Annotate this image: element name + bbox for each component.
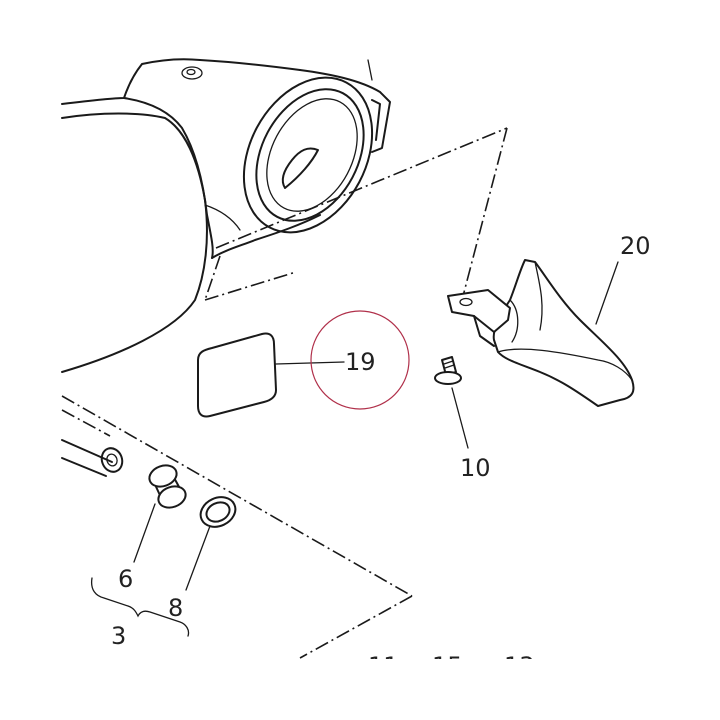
callout-3: 3 xyxy=(111,622,126,650)
callout-19: 19 xyxy=(345,348,376,376)
callout-10: 10 xyxy=(460,454,491,482)
assembly-boundary-lines xyxy=(61,127,508,659)
housing-mouth xyxy=(242,59,391,234)
part-19-label-plate xyxy=(197,332,277,418)
leader-lines xyxy=(133,261,619,591)
part-8-o-ring xyxy=(199,496,237,528)
shaft xyxy=(61,439,124,477)
assembly-3-brace xyxy=(90,577,190,637)
callout-6: 6 xyxy=(118,565,133,593)
housing-body xyxy=(61,58,321,373)
part-20-deflector xyxy=(447,259,635,407)
highlight-circle-19 xyxy=(310,310,410,410)
crop-mask xyxy=(0,659,720,720)
part-10-screw xyxy=(434,356,462,385)
part-6-bushing xyxy=(148,464,187,509)
callout-8: 8 xyxy=(168,594,183,622)
callout-20: 20 xyxy=(620,232,651,260)
